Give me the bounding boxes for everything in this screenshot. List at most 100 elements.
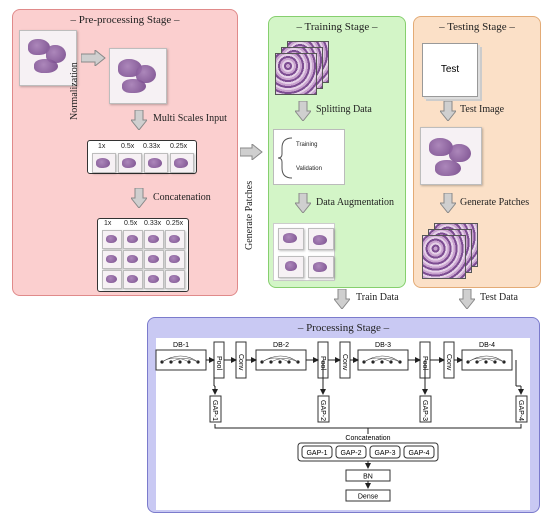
scale-1x: 1x	[98, 143, 106, 150]
dense-node	[278, 360, 282, 364]
grid-thumb	[102, 250, 122, 269]
dense-block-2	[255, 349, 307, 371]
training-title: – Training Stage –	[296, 21, 378, 33]
grid-scale-025x: 0.25x	[166, 220, 184, 227]
test-data-label: Test Data	[480, 292, 518, 303]
normalized-tissue-image	[109, 48, 167, 104]
dense-layer	[345, 489, 391, 502]
skip-connection	[270, 358, 299, 363]
split-bracket	[278, 137, 293, 179]
gap-box-2	[317, 395, 330, 423]
conv-label: Conv	[341, 354, 348, 371]
grid-thumb	[123, 270, 143, 289]
testing-panel: – Testing Stage – Test Test Image Genera…	[413, 16, 541, 288]
training-panel: – Training Stage – Splitting Data Traini…	[268, 16, 406, 288]
augmented-sample	[278, 228, 304, 250]
gap-label: GAP-3	[421, 400, 428, 421]
multiscale-arrow	[131, 110, 147, 130]
test-image-arrow	[440, 101, 456, 121]
processing-title: – Processing Stage –	[297, 322, 390, 334]
concatenation-label: Concatenation	[153, 192, 211, 203]
augmentation-arrow	[295, 193, 311, 213]
grid-thumb	[165, 230, 185, 249]
augmented-sample	[308, 228, 334, 250]
dense-block-label: DB-3	[375, 342, 391, 349]
scale-033x: 0.33x	[143, 143, 161, 150]
multi-scales-label: Multi Scales Input	[153, 113, 227, 124]
test-image-card: Test	[422, 43, 478, 97]
dense-label: Dense	[358, 494, 378, 501]
to-training-arrow	[240, 144, 263, 160]
skip-connection	[363, 357, 392, 363]
scale-05x: 0.5x	[121, 143, 135, 150]
scale-thumb	[144, 153, 168, 173]
test-text: Test	[440, 64, 460, 75]
raw-tissue-image	[19, 30, 77, 86]
normalization-label: Normalization	[69, 62, 80, 120]
concatenation-arrow	[131, 188, 147, 208]
scale-thumb	[92, 153, 116, 173]
skip-connection	[372, 358, 401, 363]
skip-connection	[170, 358, 199, 363]
concat-gap-2	[335, 445, 367, 459]
pool-label: Pool	[215, 356, 222, 370]
concat-gap-label: GAP-1	[306, 450, 327, 457]
testing-title: – Testing Stage –	[439, 21, 515, 33]
gap-label: GAP-2	[319, 400, 326, 421]
grid-thumb	[144, 270, 164, 289]
grid-scale-033x: 0.33x	[144, 220, 162, 227]
grid-thumb	[165, 250, 185, 269]
grid-thumb	[123, 230, 143, 249]
skip-connection	[261, 357, 290, 363]
gap-box-4	[515, 395, 528, 423]
grid-thumb	[165, 270, 185, 289]
gap-collector	[214, 424, 522, 429]
dense-block-label: DB-4	[479, 342, 495, 349]
gap-label: GAP-4	[517, 400, 524, 421]
dense-block-4	[461, 349, 513, 371]
network-svg: DB-1DB-2DB-3DB-4PoolConvPoolConvPoolConv…	[155, 341, 528, 502]
gap-box-1	[209, 395, 222, 423]
dense-node	[484, 360, 488, 364]
gap-label: GAP-1	[211, 400, 218, 421]
scale-thumb	[170, 153, 194, 173]
dense-node	[371, 360, 375, 364]
skip-connection	[476, 358, 505, 363]
grid-thumb	[144, 230, 164, 249]
network-diagram: DB-1DB-2DB-3DB-4PoolConvPoolConvPoolConv…	[148, 338, 541, 512]
splitting-arrow	[295, 101, 311, 121]
split-box: Training Validation	[273, 129, 345, 185]
test-patches-arrow	[440, 193, 456, 213]
grid-thumb	[102, 230, 122, 249]
training-patch-stack	[275, 53, 317, 95]
bn-label: BN	[363, 474, 373, 481]
test-data-arrow	[459, 289, 475, 309]
augmentation-image	[273, 223, 335, 281]
split-validation-label: Validation	[296, 166, 322, 172]
dense-block-label: DB-2	[273, 342, 289, 349]
concatenated-grid: 1x 0.5x 0.33x 0.25x	[97, 218, 189, 292]
normalization-arrow	[81, 50, 106, 66]
test-patch-stack	[422, 235, 466, 279]
concat-gap-label: GAP-2	[340, 450, 361, 457]
skip-connection	[467, 357, 496, 363]
train-data-label: Train Data	[356, 292, 399, 303]
dense-block-3	[357, 349, 409, 371]
test-tissue-image	[420, 127, 482, 185]
grid-scale-1x: 1x	[104, 220, 112, 227]
generate-patches-side-label: Generate Patches	[244, 180, 255, 250]
skip-connection	[161, 357, 190, 363]
conv-label: Conv	[445, 354, 452, 371]
multiscale-container: 1x 0.5x 0.33x 0.25x	[87, 140, 197, 174]
gap-box-3	[419, 395, 432, 423]
conv-label: Conv	[237, 354, 244, 371]
concat-gap-3	[369, 445, 401, 459]
scale-025x: 0.25x	[170, 143, 188, 150]
dense-block-1	[155, 349, 207, 371]
preprocessing-title: – Pre-processing Stage –	[70, 14, 180, 26]
dense-node	[380, 360, 384, 364]
grid-thumb	[102, 270, 122, 289]
splitting-label: Splitting Data	[316, 104, 372, 115]
grid-thumbs	[101, 230, 187, 290]
